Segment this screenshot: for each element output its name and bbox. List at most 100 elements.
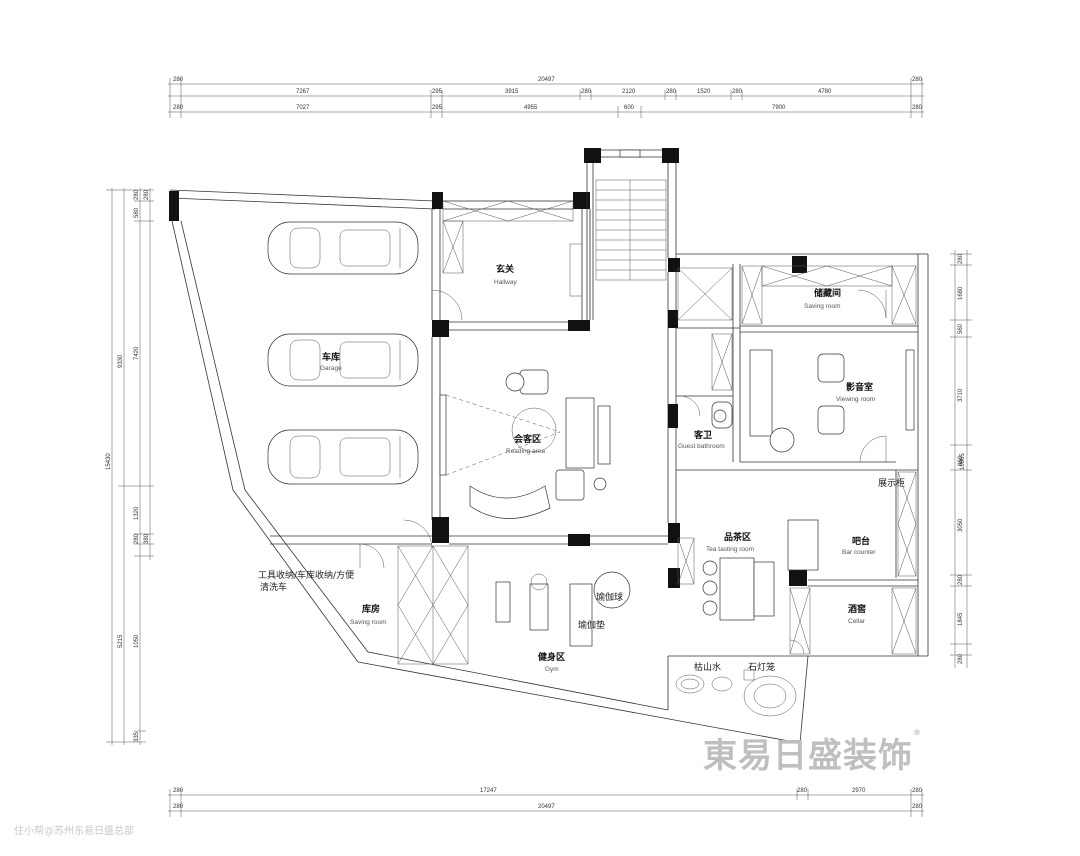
- dim-bot1-1: 17247: [480, 788, 497, 794]
- tea-furniture: [702, 519, 819, 621]
- dim-bot2-2: 280: [912, 804, 923, 810]
- zen-garden: [675, 669, 797, 717]
- dim-left-inner2-0: 280: [144, 189, 150, 200]
- storage-label-cn: 库房: [362, 603, 380, 615]
- dim-right-inner-6: 280: [958, 574, 964, 585]
- dim-top3-2: 295: [432, 105, 443, 111]
- dim-bot1-0: 280: [173, 788, 184, 794]
- yoga-mat-label: 瑜伽垫: [578, 619, 605, 631]
- dim-top2-7: 280: [732, 89, 743, 95]
- dim-top3-6: 280: [912, 105, 923, 111]
- dry-landscape-label: 枯山水: [694, 661, 721, 673]
- dim-top2-8: 4780: [818, 89, 832, 95]
- storage-note-2: 清洗车: [260, 581, 287, 593]
- dim-top3-3: 4955: [524, 105, 538, 111]
- right-dimensions: 10865 280 1680 560 3710 860 3050 280 184…: [950, 250, 972, 668]
- dim-left-inner2-1: 380: [144, 533, 150, 544]
- dim-left-inner-0: 280: [134, 189, 140, 200]
- reading-label-cn: 会客区: [514, 433, 541, 445]
- dim-bot2-0: 280: [173, 804, 184, 810]
- gym-label-en: Gym: [545, 666, 559, 673]
- dim-right-inner-2: 560: [958, 323, 964, 334]
- display-label-cn: 展示柜: [878, 477, 905, 489]
- saving-room-top-label-en: Saving room: [804, 303, 841, 310]
- credit-watermark: 住小帮@苏州东易日盛总部: [14, 826, 134, 837]
- viewing-label-cn: 影音室: [846, 381, 873, 393]
- dim-right-inner-8: 280: [958, 653, 964, 664]
- dim-top2-5: 280: [666, 89, 677, 95]
- brand-name: 東易日盛装饰: [703, 736, 913, 776]
- dim-left-outer-0: 15430: [106, 453, 112, 470]
- outer-walls: [169, 189, 929, 744]
- dim-left-inner-2: 7420: [134, 346, 140, 360]
- dim-left-mid-1: 5215: [118, 634, 124, 648]
- dim-top2-1: 295: [432, 89, 443, 95]
- bathroom-fixtures: [711, 401, 733, 429]
- dim-left-inner-4: 280: [134, 533, 140, 544]
- dim-right-inner-1: 1680: [958, 286, 964, 300]
- yoga-ball-label: 瑜伽球: [596, 591, 623, 603]
- dim-bot1-4: 280: [912, 788, 923, 794]
- tea-label-en: Tea tasting room: [706, 546, 754, 553]
- dim-top2-0: 7267: [296, 89, 310, 95]
- stone-lantern-label: 石灯笼: [748, 661, 775, 673]
- guest-bath-label-en: Guest bathroom: [678, 443, 725, 450]
- viewing-label-en: Viewing room: [836, 396, 875, 403]
- car-3: [267, 429, 419, 485]
- dim-top3-4: 600: [624, 105, 635, 111]
- dim-top1-2: 280: [912, 77, 923, 83]
- dim-top1-0: 280: [173, 77, 184, 83]
- dim-left-inner-6: 335: [134, 731, 140, 742]
- registered-mark: ®: [913, 728, 922, 737]
- tea-label-cn: 品茶区: [724, 531, 751, 543]
- gym-label-cn: 健身区: [538, 651, 565, 663]
- dim-right-inner-4: 860: [958, 455, 964, 466]
- room-labels: 玄关 Hallway 车库 Garage 会客区 Reading area 储藏…: [320, 263, 905, 673]
- bar-label-cn: 吧台: [852, 535, 870, 547]
- dim-right-inner-7: 1845: [958, 612, 964, 626]
- storage-label-en: Saving room: [350, 619, 387, 626]
- bar-label-en: Bar counter: [842, 549, 876, 556]
- reading-furniture: [439, 369, 611, 519]
- hallway-label-cn: 玄关: [496, 263, 514, 275]
- garage-label-cn: 车库: [322, 351, 340, 363]
- dim-left-inner-1: 580: [134, 207, 140, 218]
- left-dimensions: 15430 9330 5215 280 580 7420 1320 280 10…: [106, 188, 154, 745]
- dim-top3-5: 7900: [772, 105, 786, 111]
- dim-top2-6: 1520: [697, 89, 711, 95]
- dim-right-outer-0: 10865: [960, 453, 966, 470]
- car-1: [267, 221, 419, 275]
- dim-left-inner-3: 1320: [134, 506, 140, 520]
- annotations: 工具收纳/车库收纳/方便 清洗车 瑜伽球 瑜伽垫 枯山水 石灯笼: [258, 569, 775, 673]
- hallway-label-en: Hallway: [494, 279, 518, 286]
- top-dimensions: 280 20497 280 7267 295 3915 280 2120 280…: [168, 77, 924, 118]
- doors: [359, 289, 887, 655]
- dim-left-mid-0: 9330: [118, 354, 124, 368]
- dim-top1-1: 20497: [538, 77, 555, 83]
- dim-right-inner-3: 3710: [958, 388, 964, 402]
- internal-walls: [270, 148, 918, 588]
- dim-top3-0: 280: [173, 105, 184, 111]
- dim-bot1-2: 280: [797, 788, 808, 794]
- dim-right-inner-5: 3050: [958, 518, 964, 532]
- cellar-label-en: Cellar: [848, 618, 866, 625]
- cellar-label-cn: 酒窖: [848, 603, 866, 615]
- reading-label-en: Reading area: [506, 448, 545, 455]
- bottom-dimensions: 280 17247 280 2970 280 280 20497 280: [168, 788, 924, 817]
- gym-furniture: [495, 571, 631, 647]
- saving-room-top-label-cn: 储藏间: [814, 287, 841, 299]
- car-2: [267, 333, 419, 387]
- dim-top2-4: 2120: [622, 89, 636, 95]
- dim-top2-2: 3915: [505, 89, 519, 95]
- viewing-furniture: [749, 349, 915, 453]
- garage-label-en: Garage: [320, 365, 342, 372]
- storage-note-1: 工具收纳/车库收纳/方便: [258, 569, 354, 581]
- cabinets: [397, 179, 917, 665]
- dim-right-inner-0: 280: [958, 253, 964, 264]
- dim-top2-3: 280: [581, 89, 592, 95]
- dim-bot1-3: 2970: [852, 788, 866, 794]
- dim-left-inner-5: 1050: [134, 634, 140, 648]
- dim-bot2-1: 20497: [538, 804, 555, 810]
- guest-bath-label-cn: 客卫: [693, 429, 712, 441]
